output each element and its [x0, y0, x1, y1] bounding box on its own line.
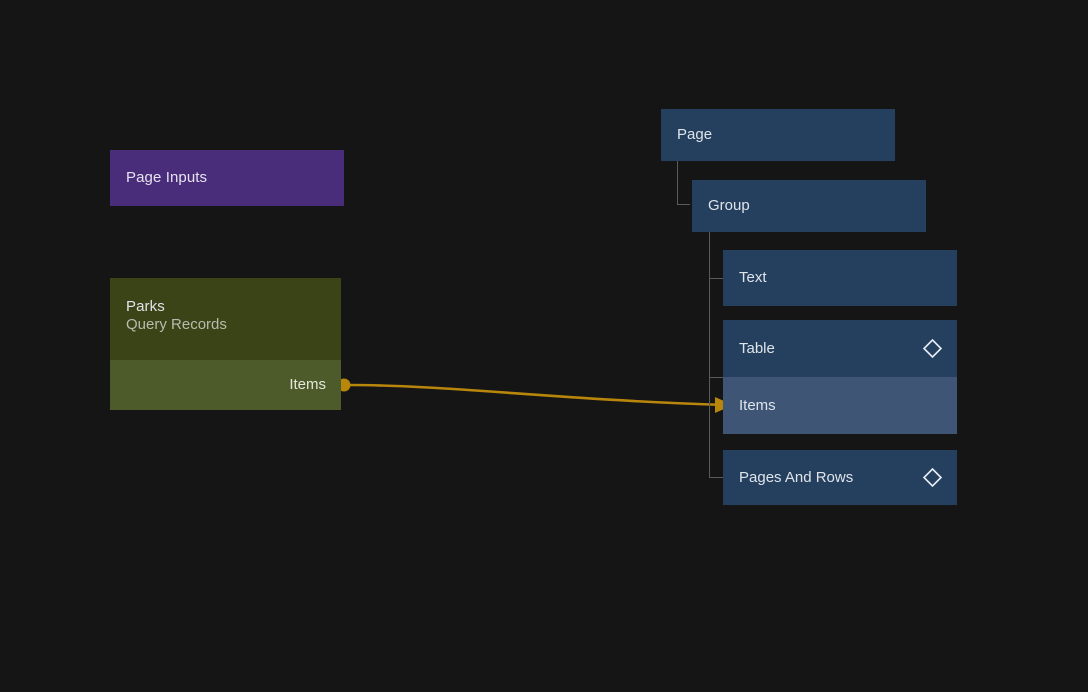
node-parks-subtitle: Query Records [126, 316, 227, 333]
connection-wire[interactable] [347, 383, 727, 407]
tree-trunk-group-vertical [709, 232, 710, 478]
tree-node-table-row[interactable]: Table [723, 320, 957, 377]
tree-node-table-label: Table [739, 339, 775, 357]
tree-stub-text [709, 278, 723, 279]
node-page-inputs[interactable]: Page Inputs [110, 150, 344, 206]
tree-node-pages-and-rows-row: Pages And Rows [723, 450, 957, 505]
tree-node-page-row: Page [661, 109, 895, 161]
diamond-icon[interactable] [922, 467, 943, 488]
tree-node-page[interactable]: Page [661, 109, 895, 161]
node-parks-header: Parks Query Records [110, 278, 341, 360]
tree-node-group-row: Group [692, 180, 926, 232]
node-page-inputs-title: Page Inputs [126, 169, 208, 186]
node-parks[interactable]: Parks Query Records Items [110, 278, 341, 410]
tree-node-group[interactable]: Group [692, 180, 926, 232]
tree-node-text-row: Text [723, 250, 957, 306]
tree-node-text[interactable]: Text [723, 250, 957, 306]
tree-stub-table [709, 377, 723, 378]
node-parks-output-port-items[interactable]: Items [110, 360, 341, 410]
tree-node-table[interactable]: Table Items [723, 320, 957, 434]
tree-node-table-port-items-label: Items [739, 396, 776, 414]
tree-stub-pages-and-rows [709, 477, 723, 478]
tree-node-group-label: Group [708, 197, 750, 214]
diamond-icon[interactable] [922, 338, 943, 359]
node-parks-output-port-label: Items [289, 376, 326, 393]
tree-node-table-port-items[interactable]: Items [723, 377, 957, 434]
node-page-inputs-header: Page Inputs [110, 150, 344, 206]
tree-node-text-label: Text [739, 269, 767, 286]
tree-elbow-page-vertical [677, 161, 678, 205]
tree-node-pages-and-rows[interactable]: Pages And Rows [723, 450, 957, 505]
tree-node-pages-and-rows-label: Pages And Rows [739, 468, 854, 486]
node-parks-title: Parks [126, 298, 165, 315]
tree-node-page-label: Page [677, 126, 713, 143]
tree-elbow-page-horizontal [677, 204, 690, 205]
